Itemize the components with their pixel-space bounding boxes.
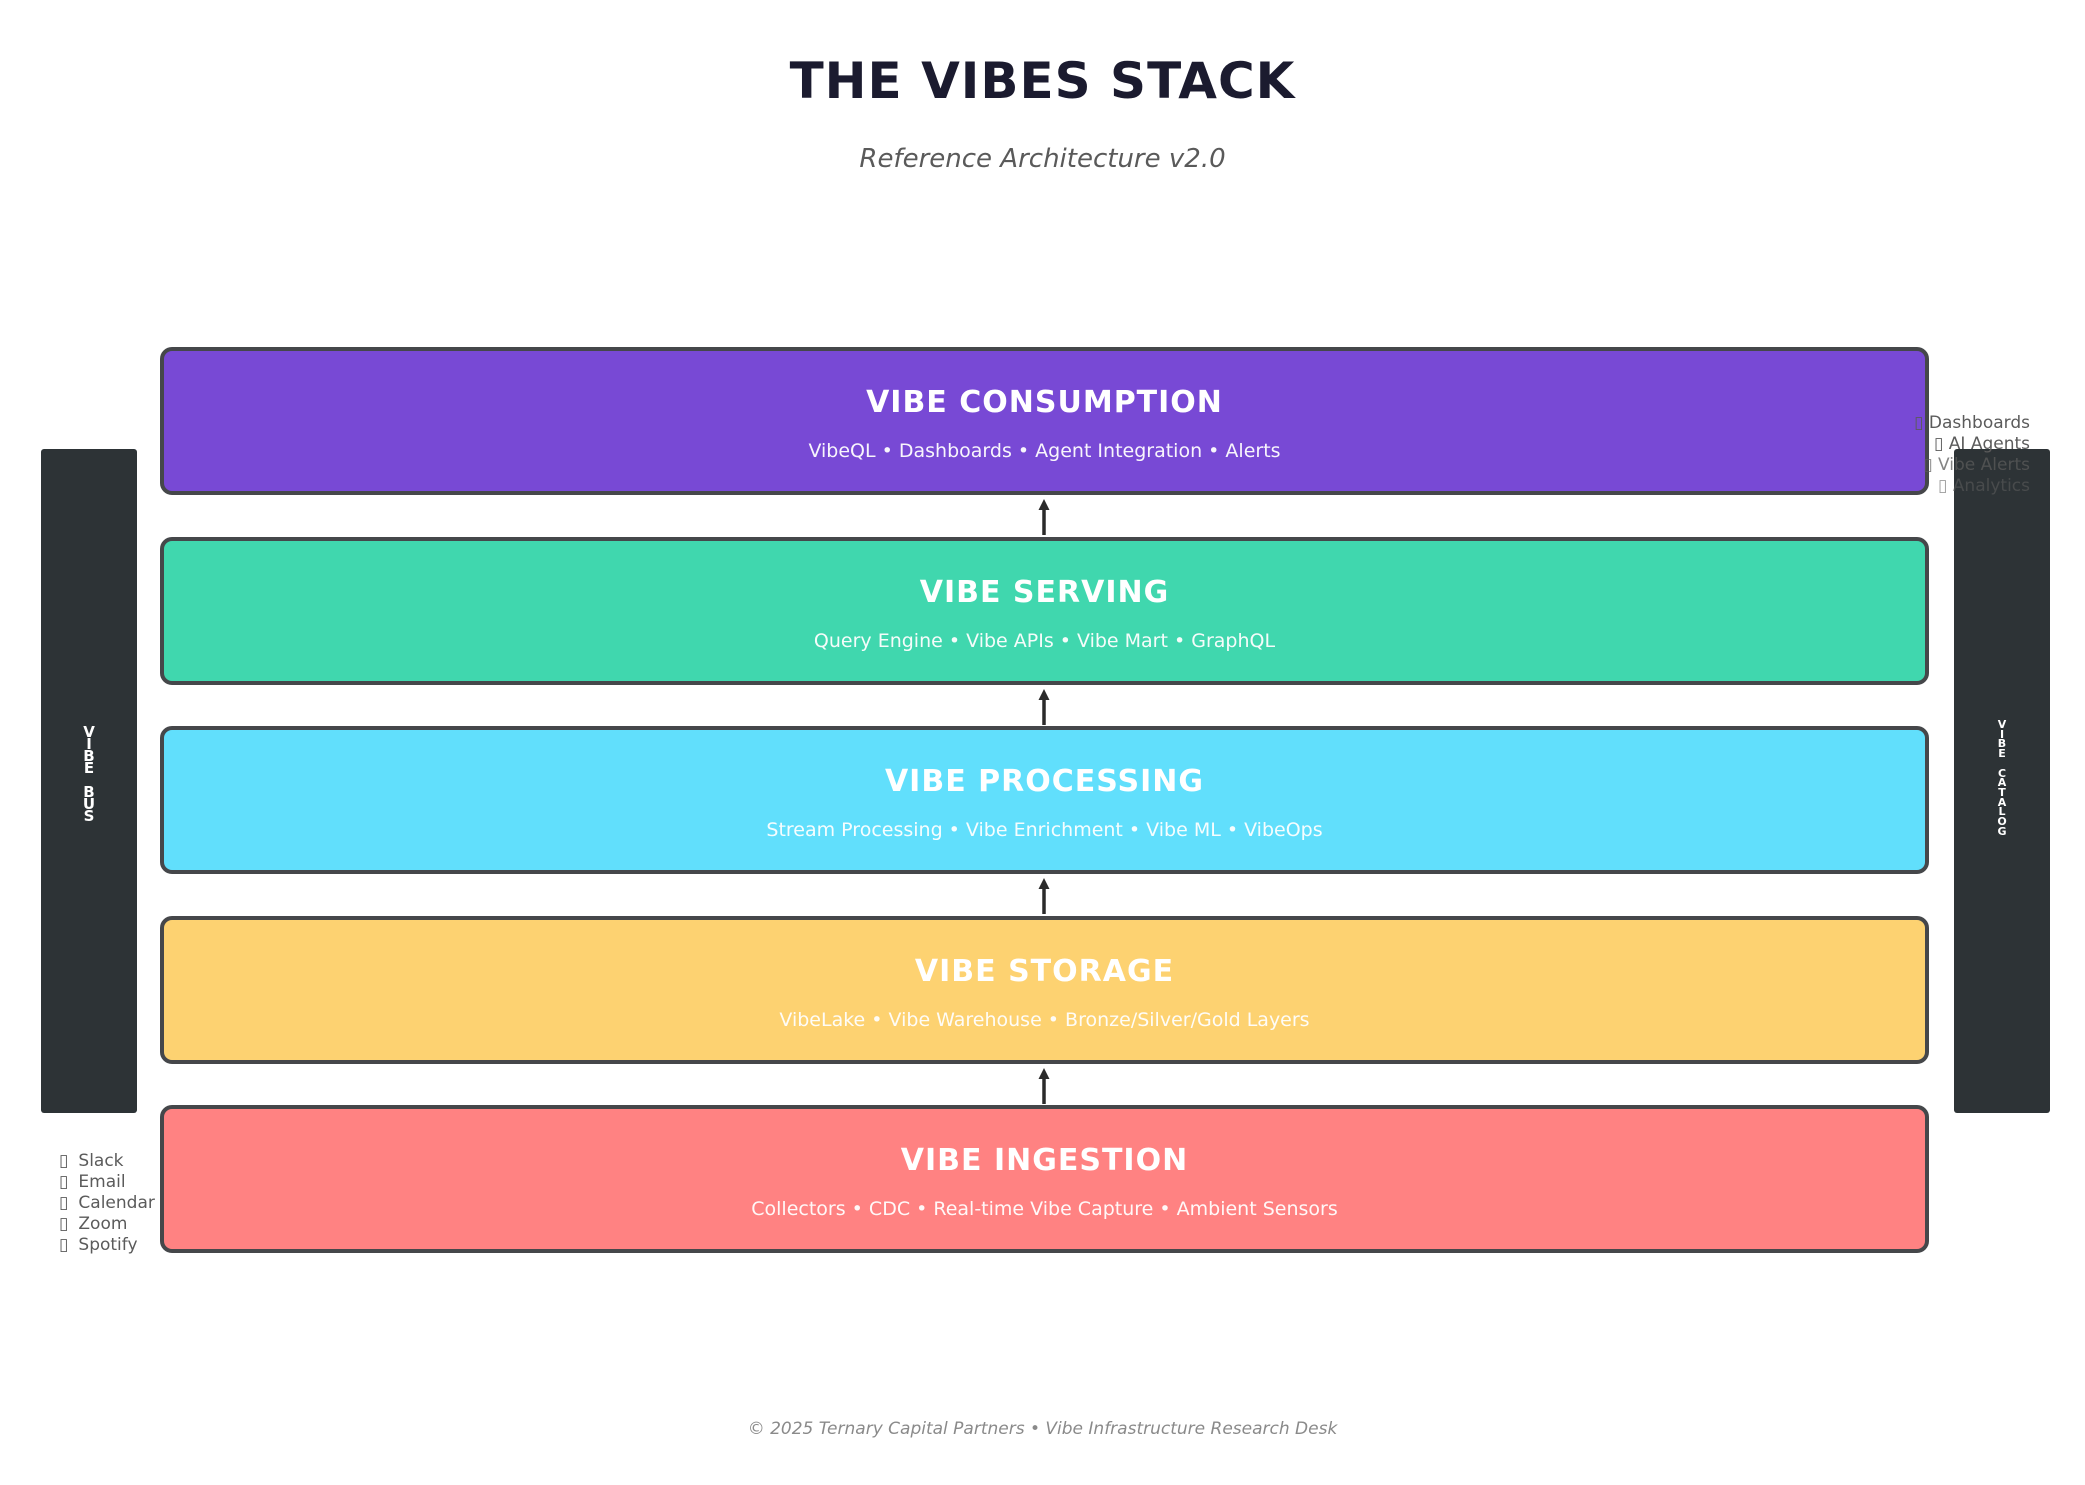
consumer-item: ▯ AI Agents [1910, 434, 2030, 455]
diagram-subtitle: Reference Architecture v2.0 [859, 144, 1226, 174]
layer-components: Stream Processing • Vibe Enrichment • Vi… [766, 819, 1323, 841]
layer-name: VIBE SERVING [919, 575, 1170, 610]
consumer-item: ▯ Analytics [1910, 476, 2030, 497]
layer-vibe-ingestion: VIBE INGESTION Collectors • CDC • Real-t… [160, 1105, 1929, 1253]
consumer-glyph-icon: ▯ [1934, 434, 1944, 454]
layer-name: VIBE CONSUMPTION [866, 385, 1223, 420]
layer-vibe-consumption: VIBE CONSUMPTION VibeQL • Dashboards • A… [160, 347, 1929, 495]
layer-vibe-serving: VIBE SERVING Query Engine • Vibe APIs • … [160, 537, 1929, 685]
source-item: ▯ Calendar [59, 1193, 155, 1213]
sources-list: ▯ Slack ▯ Email ▯ Calendar ▯ Zoom ▯ Spot… [59, 1151, 155, 1256]
source-glyph-icon: ▯ [59, 1214, 69, 1234]
layer-components: VibeLake • Vibe Warehouse • Bronze/Silve… [779, 1009, 1310, 1031]
source-item: ▯ Zoom [59, 1214, 128, 1234]
consumer-glyph-icon: ▯ [1923, 455, 1933, 475]
vibe-bus-label: V I B E B U S [82, 723, 96, 825]
source-item: ▯ Slack [59, 1151, 124, 1171]
source-glyph-icon: ▯ [59, 1172, 69, 1192]
diagram-title: THE VIBES STACK [789, 52, 1296, 110]
source-glyph-icon: ▯ [59, 1193, 69, 1213]
flow-arrow-up-icon [1038, 878, 1050, 914]
flow-arrow-up-icon [1038, 689, 1050, 725]
source-glyph-icon: ▯ [59, 1235, 69, 1255]
vibe-catalog-bar: V I B E C A T A L O G [1954, 449, 2050, 1113]
vibe-bus-bar: V I B E B U S [41, 449, 137, 1113]
layer-vibe-processing: VIBE PROCESSING Stream Processing • Vibe… [160, 726, 1929, 874]
consumer-glyph-icon: ▯ [1914, 413, 1924, 433]
consumer-item: ▯ Vibe Alerts [1910, 455, 2030, 476]
footer-credit: © 2025 Ternary Capital Partners • Vibe I… [747, 1419, 1338, 1439]
source-item: ▯ Spotify [59, 1235, 138, 1255]
layer-components: Query Engine • Vibe APIs • Vibe Mart • G… [813, 630, 1276, 652]
source-glyph-icon: ▯ [59, 1151, 69, 1171]
source-item: ▯ Email [59, 1172, 126, 1192]
layer-components: VibeQL • Dashboards • Agent Integration … [808, 440, 1281, 462]
consumer-item: ▯ Dashboards [1910, 413, 2030, 434]
flow-arrow-up-icon [1038, 499, 1050, 535]
layer-name: VIBE STORAGE [914, 954, 1175, 989]
layer-vibe-storage: VIBE STORAGE VibeLake • Vibe Warehouse •… [160, 916, 1929, 1064]
layer-components: Collectors • CDC • Real-time Vibe Captur… [751, 1198, 1338, 1220]
flow-arrow-up-icon [1038, 1068, 1050, 1104]
layer-name: VIBE INGESTION [900, 1143, 1189, 1178]
consumers-list: ▯ Dashboards ▯ AI Agents ▯ Vibe Alerts ▯… [1910, 413, 2030, 497]
layer-name: VIBE PROCESSING [884, 764, 1205, 799]
vibe-catalog-label: V I B E C A T A L O G [1997, 718, 2007, 838]
consumer-glyph-icon: ▯ [1938, 476, 1948, 496]
